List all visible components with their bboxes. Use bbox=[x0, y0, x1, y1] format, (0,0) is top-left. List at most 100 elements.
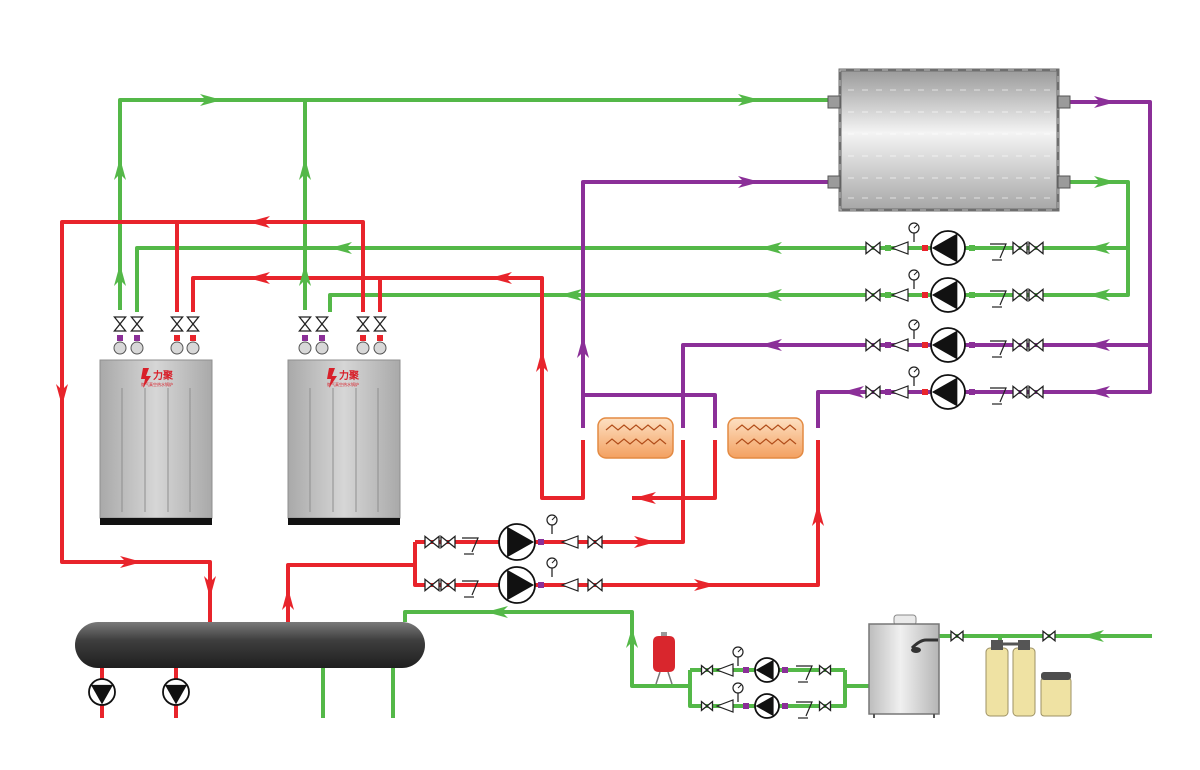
valve-actuator bbox=[356, 341, 370, 355]
green-pipe-makeup bbox=[403, 610, 690, 688]
gate-valve-icon[interactable] bbox=[587, 535, 603, 549]
red-pipe-pump-header bbox=[413, 440, 820, 587]
pipe-fitting bbox=[969, 342, 975, 348]
gate-valve-icon[interactable] bbox=[186, 316, 200, 332]
gate-valve-icon[interactable] bbox=[113, 316, 127, 332]
flow-arrow-icon bbox=[760, 289, 782, 301]
gate-valve-icon[interactable] bbox=[865, 288, 881, 302]
gate-valve-icon[interactable] bbox=[1028, 385, 1044, 399]
flow-arrow-icon bbox=[114, 158, 126, 180]
gate-valve-icon[interactable] bbox=[865, 241, 881, 255]
gate-valve-icon[interactable] bbox=[440, 578, 456, 592]
gate-valve-icon[interactable] bbox=[170, 316, 184, 332]
check-valve-icon[interactable] bbox=[715, 663, 734, 677]
pipe-fitting bbox=[922, 292, 928, 298]
pipe-fitting bbox=[538, 539, 544, 545]
valve-actuator bbox=[186, 341, 200, 355]
gate-valve-icon[interactable] bbox=[587, 578, 603, 592]
pipe-fitting bbox=[969, 245, 975, 251]
flow-arrow-icon bbox=[330, 242, 352, 254]
flow-arrow-icon bbox=[1088, 386, 1110, 398]
pipe-fitting bbox=[360, 335, 366, 341]
pump-icon[interactable] bbox=[498, 523, 536, 561]
water-softener bbox=[985, 640, 1072, 717]
check-valve-icon[interactable] bbox=[560, 578, 579, 592]
pump-icon[interactable] bbox=[754, 693, 780, 719]
check-valve-icon[interactable] bbox=[890, 241, 909, 255]
pump-icon[interactable] bbox=[498, 566, 536, 604]
pressure-gauge-icon bbox=[546, 557, 558, 577]
purple-pipes bbox=[581, 100, 1152, 428]
boiler-subtitle: 燃气真空热水锅炉 bbox=[141, 381, 173, 387]
check-valve-icon[interactable] bbox=[560, 535, 579, 549]
pressure-gauge-icon bbox=[732, 682, 744, 702]
red-pipe-header-out bbox=[286, 563, 415, 622]
purple-pipe-hx-link bbox=[581, 393, 717, 428]
strainer-icon bbox=[462, 580, 479, 598]
pipe-fitting bbox=[969, 292, 975, 298]
gate-valve-icon[interactable] bbox=[818, 700, 832, 712]
gate-valve-icon[interactable] bbox=[1012, 288, 1028, 302]
gate-valve-icon[interactable] bbox=[950, 629, 964, 643]
gate-valve-icon[interactable] bbox=[298, 316, 312, 332]
pipe-fitting bbox=[190, 335, 196, 341]
gate-valve-icon[interactable] bbox=[1028, 241, 1044, 255]
valve-actuator bbox=[298, 341, 312, 355]
strainer-icon bbox=[796, 665, 813, 683]
pump-icon[interactable] bbox=[930, 230, 966, 266]
valve-actuator bbox=[130, 341, 144, 355]
pipe-fitting bbox=[782, 703, 788, 709]
pump-icon[interactable] bbox=[162, 678, 190, 706]
gate-valve-icon[interactable] bbox=[818, 664, 832, 676]
flow-arrow-icon bbox=[299, 264, 311, 286]
gate-valve-icon[interactable] bbox=[1042, 629, 1056, 643]
flow-arrow-icon bbox=[299, 158, 311, 180]
strainer-icon bbox=[462, 537, 479, 555]
pump-icon[interactable] bbox=[88, 678, 116, 706]
pump-icon[interactable] bbox=[930, 277, 966, 313]
gate-valve-icon[interactable] bbox=[700, 664, 714, 676]
pipe-fitting bbox=[302, 335, 308, 341]
check-valve-icon[interactable] bbox=[890, 338, 909, 352]
flow-arrow-icon bbox=[1094, 96, 1116, 108]
expansion-vessel bbox=[653, 632, 675, 685]
flow-arrow-icon bbox=[812, 504, 824, 526]
valve-actuator bbox=[315, 341, 329, 355]
check-valve-icon[interactable] bbox=[890, 288, 909, 302]
gate-valve-icon[interactable] bbox=[865, 338, 881, 352]
gate-valve-icon[interactable] bbox=[1012, 241, 1028, 255]
gate-valve-icon[interactable] bbox=[373, 316, 387, 332]
gate-valve-icon[interactable] bbox=[440, 535, 456, 549]
flow-arrow-icon bbox=[634, 536, 656, 548]
pipe-fitting bbox=[117, 335, 123, 341]
boiler-b: 力聚 燃气真空热水锅炉 bbox=[287, 359, 401, 525]
gate-valve-icon[interactable] bbox=[700, 700, 714, 712]
gate-valve-icon[interactable] bbox=[1028, 338, 1044, 352]
flow-arrow-icon bbox=[486, 606, 508, 618]
boiler-logo: 力聚 bbox=[339, 369, 360, 382]
pump-icon[interactable] bbox=[930, 374, 966, 410]
flow-arrow-icon bbox=[248, 216, 270, 228]
pipe-fitting bbox=[969, 389, 975, 395]
pump-icon[interactable] bbox=[930, 327, 966, 363]
flow-arrows bbox=[56, 94, 1116, 648]
strainer-icon bbox=[990, 290, 1007, 308]
pressure-gauge-icon bbox=[908, 366, 920, 386]
purple-pipe-tank-in bbox=[581, 180, 830, 395]
gate-valve-icon[interactable] bbox=[424, 578, 440, 592]
gate-valve-icon[interactable] bbox=[315, 316, 329, 332]
purple-pipe-tank-out bbox=[816, 100, 1152, 428]
pipe-fitting bbox=[134, 335, 140, 341]
gate-valve-icon[interactable] bbox=[424, 535, 440, 549]
pressure-gauge-icon bbox=[546, 514, 558, 534]
pump-icon[interactable] bbox=[754, 657, 780, 683]
check-valve-icon[interactable] bbox=[890, 385, 909, 399]
gate-valve-icon[interactable] bbox=[1012, 338, 1028, 352]
gate-valve-icon[interactable] bbox=[865, 385, 881, 399]
gate-valve-icon[interactable] bbox=[1012, 385, 1028, 399]
gate-valve-icon[interactable] bbox=[1028, 288, 1044, 302]
gate-valve-icon[interactable] bbox=[130, 316, 144, 332]
red-pipe-hx1-out bbox=[632, 440, 717, 500]
check-valve-icon[interactable] bbox=[715, 699, 734, 713]
gate-valve-icon[interactable] bbox=[356, 316, 370, 332]
